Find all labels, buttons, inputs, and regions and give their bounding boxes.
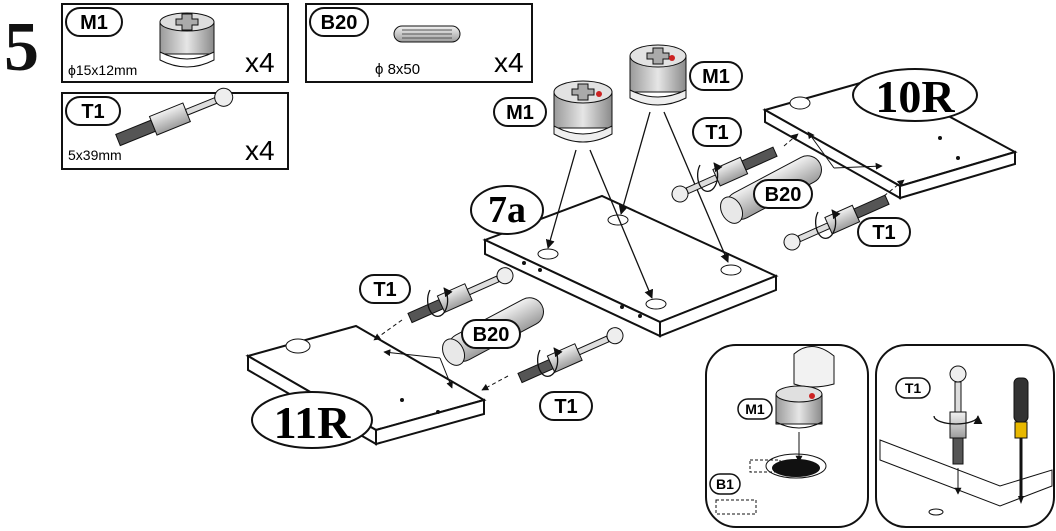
panel-11r: 11R: [245, 324, 487, 449]
cam-lock-icon: [159, 12, 215, 68]
part-size-m1: ϕ15x12mm: [68, 62, 137, 78]
bolt-t1-right-bottom: [783, 194, 890, 251]
callout-t1-right-bottom: T1: [872, 222, 895, 244]
connector-bolt-icon: [115, 87, 234, 147]
panel-label-7a: 7a: [488, 189, 526, 231]
part-qty-t1: x4: [245, 135, 275, 166]
panel-10r: 10R: [762, 68, 1018, 200]
callout-b20-left: B20: [473, 324, 510, 346]
cam-lock-m1-right: M1: [629, 44, 743, 106]
part-qty-b20: x4: [494, 47, 524, 78]
callout-b20-right: B20: [765, 184, 802, 206]
bolt-t1-left-bottom: [517, 327, 624, 384]
cam-lock-m1-left: M1: [493, 80, 613, 143]
bolt-t1-right-top: [671, 146, 778, 203]
cam-hole: [537, 214, 742, 310]
dowel-icon: [393, 25, 461, 43]
part-code-t1: T1: [81, 101, 104, 123]
part-box-m1: M1 ϕ15x12mm x4: [61, 3, 289, 83]
panel-label-10r: 10R: [875, 71, 955, 122]
part-qty-m1: x4: [245, 47, 275, 78]
detail-label-b1: B1: [716, 476, 734, 492]
bolt-t1-left-top: [407, 267, 514, 324]
part-size-b20: ϕ 8x50: [375, 61, 420, 78]
detail-label-t1: T1: [905, 380, 922, 396]
detail-label-m1: M1: [745, 401, 765, 417]
callout-t1-left-top: T1: [373, 279, 396, 301]
screwdriver-icon: [1013, 377, 1029, 504]
part-box-t1: T1 5x39mm x4: [61, 87, 289, 170]
callout-t1-right-top: T1: [705, 122, 728, 144]
detail-bolt-screwing: T1: [875, 344, 1055, 528]
part-box-b20: B20 ϕ 8x50 x4: [305, 3, 533, 83]
detail-cam-insertion: M1 B1: [705, 344, 869, 528]
panel-label-11r: 11R: [274, 397, 351, 448]
step-number: 5: [4, 9, 39, 86]
callout-m1-right: M1: [702, 66, 730, 88]
part-code-m1: M1: [80, 12, 108, 34]
part-size-t1: 5x39mm: [68, 147, 122, 163]
callout-m1-left: M1: [506, 102, 534, 124]
part-code-b20: B20: [321, 12, 358, 34]
callout-t1-left-bottom: T1: [554, 396, 577, 418]
panel-7a: 7a: [470, 185, 779, 338]
